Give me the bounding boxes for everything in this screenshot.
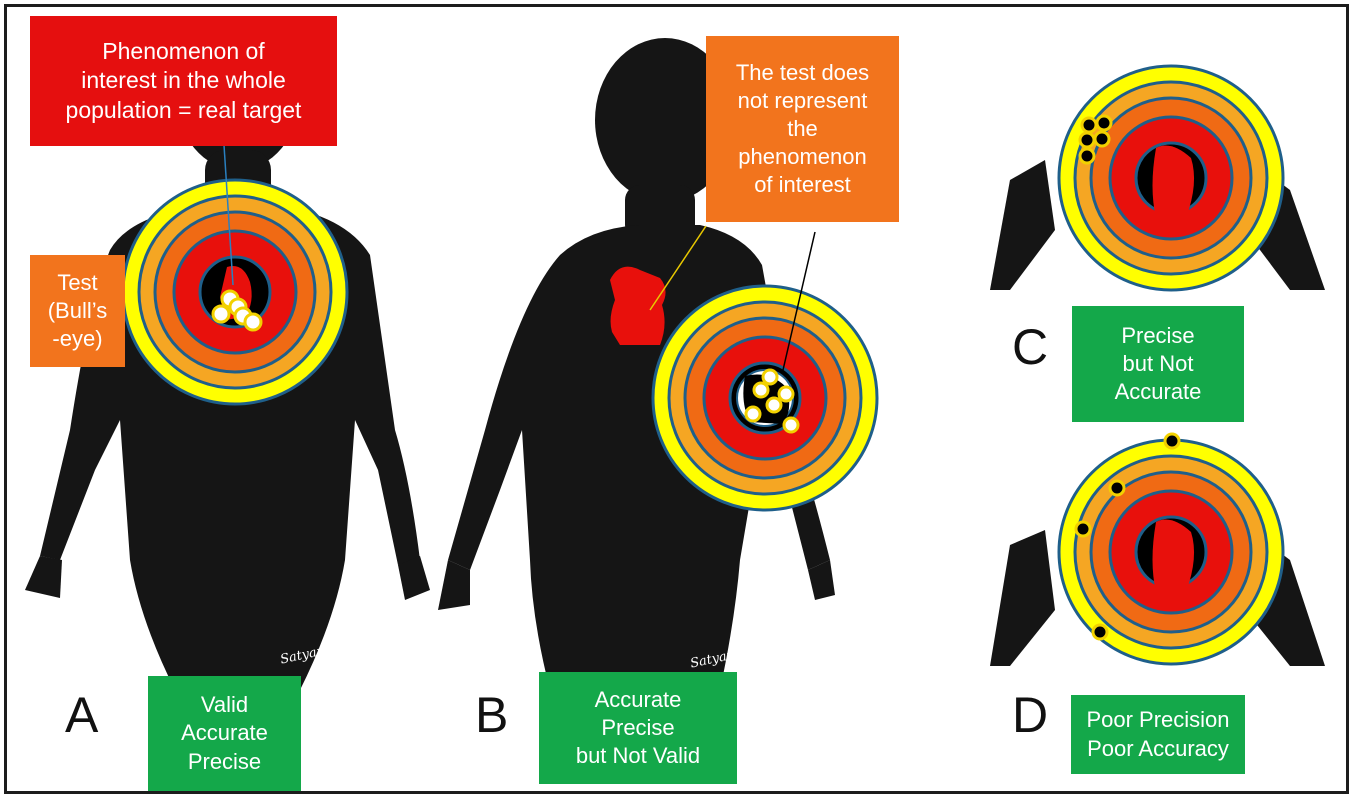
panel-label-d: Poor Precision Poor Accuracy: [1071, 695, 1245, 774]
not-represent-callout: The test does not represent the phenomen…: [706, 36, 899, 222]
panel-label-b: Accurate Precise but Not Valid: [539, 672, 737, 784]
panel-label-a: Valid Accurate Precise: [148, 676, 301, 791]
heart-c: [1153, 146, 1195, 218]
heart-b: [610, 267, 666, 345]
panel-letter-a: A: [65, 690, 98, 740]
not-represent-callout-text: The test does not represent the phenomen…: [736, 59, 869, 200]
target-b: [653, 286, 877, 510]
panel-label-d-text: Poor Precision Poor Accuracy: [1086, 706, 1229, 762]
phenomenon-callout-text: Phenomenon of interest in the whole popu…: [66, 37, 302, 125]
test-callout-text: Test (Bull’s -eye): [48, 269, 108, 353]
phenomenon-callout: Phenomenon of interest in the whole popu…: [30, 16, 337, 146]
panel-label-c-text: Precise but Not Accurate: [1115, 322, 1202, 406]
test-callout: Test (Bull’s -eye): [30, 255, 125, 367]
panel-letter-d: D: [1012, 690, 1048, 740]
panel-label-c: Precise but Not Accurate: [1072, 306, 1244, 422]
panel-letter-c: C: [1012, 322, 1048, 372]
panel-label-a-text: Valid Accurate Precise: [181, 691, 268, 775]
target-c: [1059, 66, 1283, 290]
panel-label-b-text: Accurate Precise but Not Valid: [576, 686, 700, 770]
panel-letter-b: B: [475, 690, 508, 740]
heart-d: [1153, 520, 1195, 592]
